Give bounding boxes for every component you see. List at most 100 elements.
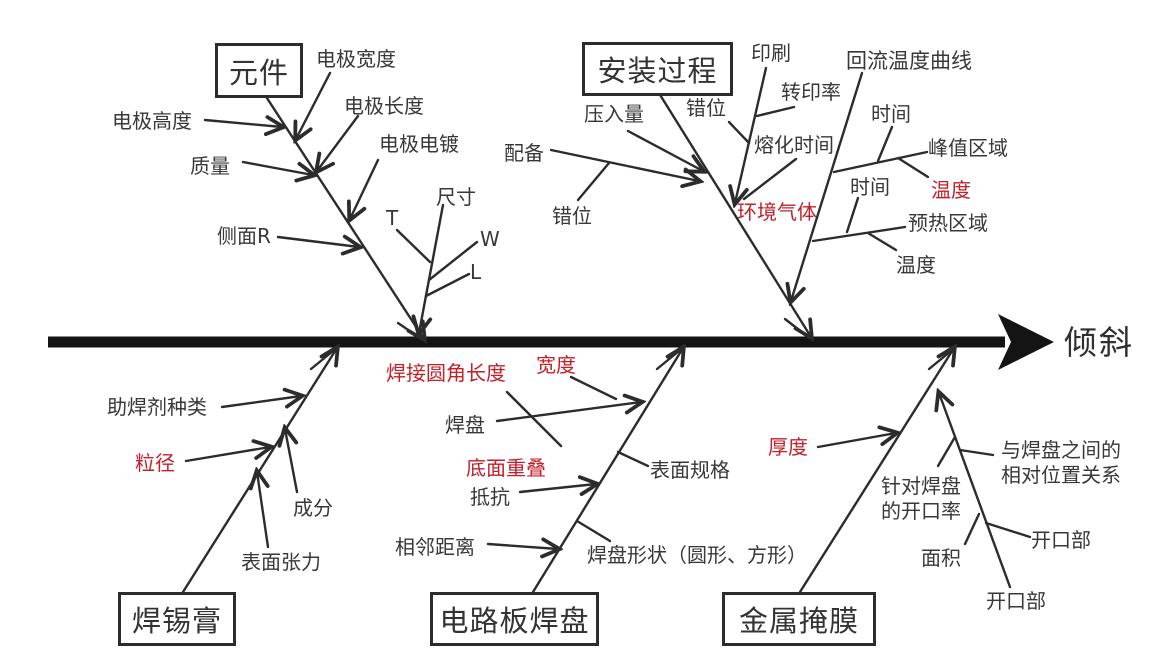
barb-line (655, 349, 681, 371)
branch-line (203, 120, 282, 127)
cause-label-peak-zone: 峰值区域 (928, 136, 1008, 160)
cause-label-transfer-rate: 转印率 (781, 80, 841, 104)
cause-label-equipment: 配备 (504, 141, 544, 165)
cause-label-dim-w: W (480, 227, 500, 251)
cause-label-electrode-length: 电极长度 (344, 94, 424, 118)
branch-line (727, 120, 751, 145)
category-label-reflow-profile: 回流温度曲线 (846, 49, 972, 73)
cause-label-temperature-1: 温度 (931, 178, 971, 202)
branch-line (832, 150, 929, 174)
bone-reflow-profile (791, 71, 864, 301)
branch-line (575, 519, 612, 543)
barb-line (396, 321, 422, 340)
branch-line (939, 393, 1012, 589)
branch-line (626, 129, 703, 171)
cause-label-surface-tension: 表面张力 (241, 550, 321, 574)
branch-line (963, 512, 981, 546)
cause-label-melting-time: 熔化时间 (754, 133, 834, 157)
branch-line (285, 429, 299, 494)
branch-line (419, 203, 445, 333)
cause-label-relative-position: 与焊盘之间的相对位置关系 (1001, 438, 1121, 487)
branch-line (424, 272, 471, 298)
cause-label-resistance: 抵抗 (470, 485, 510, 509)
cause-label-pad: 焊盘 (445, 413, 485, 437)
branch-line (958, 448, 995, 457)
cause-label-ambient-gas: 环境气体 (737, 200, 817, 224)
branch-line (495, 402, 641, 423)
branch-line (896, 156, 930, 179)
cause-label-misalignment-1: 错位 (552, 204, 592, 228)
cause-label-thickness: 厚度 (768, 435, 808, 459)
category-box-pcb-pad: 电路板焊盘 (430, 592, 599, 646)
branch-line (816, 433, 896, 449)
branch-line (576, 161, 611, 202)
category-box-solder-paste: 焊锡膏 (118, 592, 236, 646)
cause-label-dim-t: T (386, 206, 399, 230)
barb-line (309, 349, 335, 371)
cause-label-mass: 质量 (190, 154, 230, 178)
branch-line (276, 237, 359, 247)
branch-line (486, 544, 558, 549)
effect-label-tilt: 倾斜 (1064, 323, 1134, 362)
barb-line (927, 349, 953, 371)
cause-label-surface-spec: 表面规格 (650, 458, 730, 482)
cause-label-flux-type: 助焊剂种类 (107, 395, 207, 419)
branch-line (427, 240, 479, 282)
branch-line (241, 160, 313, 175)
cause-label-opening-ratio: 针对焊盘的开口率 (881, 474, 961, 523)
branch-line (845, 196, 860, 234)
bone-mounting-process (655, 88, 811, 337)
cause-label-area: 面积 (921, 546, 961, 570)
cause-label-time-2: 时间 (850, 175, 890, 199)
branch-line (876, 125, 894, 163)
category-box-mounting-process: 安装过程 (582, 42, 733, 96)
branch-line (220, 396, 301, 407)
cause-label-opening-bottom: 开口部 (986, 589, 1046, 613)
branch-line (518, 484, 596, 492)
branch-line (735, 66, 768, 203)
branch-line (569, 375, 618, 401)
branch-line (257, 472, 268, 549)
branch-line (616, 450, 650, 468)
category-box-component: 元件 (215, 43, 303, 98)
cause-label-preheat-zone: 预热区域 (908, 211, 988, 235)
cause-label-composition: 成分 (293, 496, 333, 520)
spine-arrowhead-icon (998, 314, 1054, 370)
cause-label-opening-upper: 开口部 (1031, 528, 1091, 552)
cause-label-fillet-length: 焊接圆角长度 (386, 361, 506, 385)
branch-line (866, 231, 898, 252)
branch-line (350, 158, 380, 219)
cause-label-misalignment-2: 错位 (686, 96, 726, 120)
cause-label-particle-size: 粒径 (135, 451, 175, 475)
branch-line (505, 390, 563, 448)
category-box-metal-mask: 金属掩膜 (722, 592, 876, 646)
barb-line (783, 317, 809, 338)
branch-line (936, 435, 957, 468)
branch-line (984, 521, 1032, 539)
cause-label-side-r: 侧面R (217, 224, 271, 248)
cause-label-time-1: 时间 (871, 102, 911, 126)
bone-component (261, 90, 424, 339)
cause-label-dim-l: L (470, 260, 482, 284)
branch-line (395, 228, 432, 264)
cause-label-electrode-plating: 电极电镀 (379, 132, 459, 156)
bone-metal-mask (798, 348, 954, 594)
branch-line (549, 148, 699, 181)
cause-label-adjacent-distance: 相邻距离 (395, 535, 475, 559)
cause-label-press-in-amount: 压入量 (584, 102, 644, 126)
branch-line (755, 105, 796, 118)
branch-line (296, 71, 332, 139)
cause-label-width: 宽度 (536, 353, 576, 377)
branch-line (742, 157, 798, 201)
cause-label-electrode-height: 电极高度 (112, 109, 192, 133)
cause-label-temperature-2: 温度 (896, 253, 936, 277)
branch-line (317, 114, 360, 171)
cause-label-printing: 印刷 (751, 41, 791, 65)
cause-label-electrode-width: 电极宽度 (316, 47, 396, 71)
branch-line (184, 447, 270, 463)
cause-label-bottom-overlap: 底面重叠 (466, 456, 546, 480)
branch-line (811, 225, 907, 243)
cause-label-dimensions: 尺寸 (436, 185, 476, 209)
